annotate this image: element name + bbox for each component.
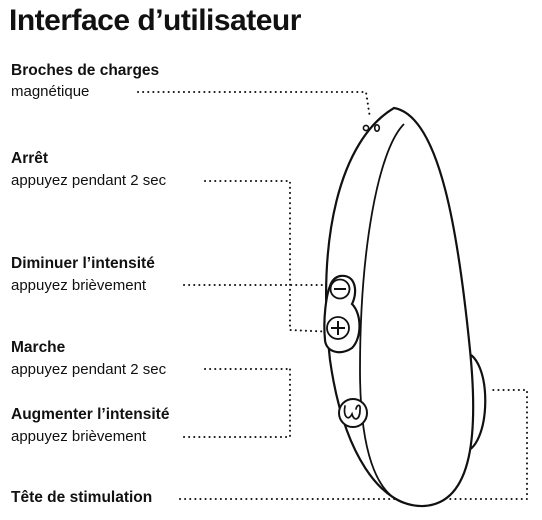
- callout-off-label: Arrêt: [11, 150, 49, 167]
- callout-stimulation-head-label: Tête de stimulation: [11, 489, 153, 506]
- plus-button[interactable]: [326, 316, 350, 340]
- logo-icon: [343, 404, 362, 420]
- leader-increase: [183, 368, 291, 438]
- callout-off-detail: appuyez pendant 2 sec: [11, 172, 167, 189]
- callout-increase-label: Augmenter l’intensité: [11, 406, 170, 423]
- logo-button[interactable]: [338, 398, 368, 428]
- leader-stimulation-head: [179, 389, 528, 500]
- page-title: Interface d’utilisateur: [9, 4, 301, 37]
- callout-charging-pins-detail: magnétique: [11, 83, 90, 100]
- callout-decrease-detail: appuyez brièvement: [11, 277, 147, 294]
- callout-increase-detail: appuyez brièvement: [11, 428, 147, 445]
- charging-pins: [362, 124, 381, 133]
- callout-on-label: Marche: [11, 339, 66, 356]
- leader-off: [204, 180, 336, 333]
- callout-charging-pins-label: Broches de charges: [11, 62, 160, 79]
- leader-charging-pins: [137, 91, 371, 119]
- minus-button[interactable]: [329, 278, 351, 300]
- callout-on-detail: appuyez pendant 2 sec: [11, 361, 167, 378]
- callout-decrease-label: Diminuer l’intensité: [11, 255, 155, 272]
- device-inner-contour: [359, 123, 405, 504]
